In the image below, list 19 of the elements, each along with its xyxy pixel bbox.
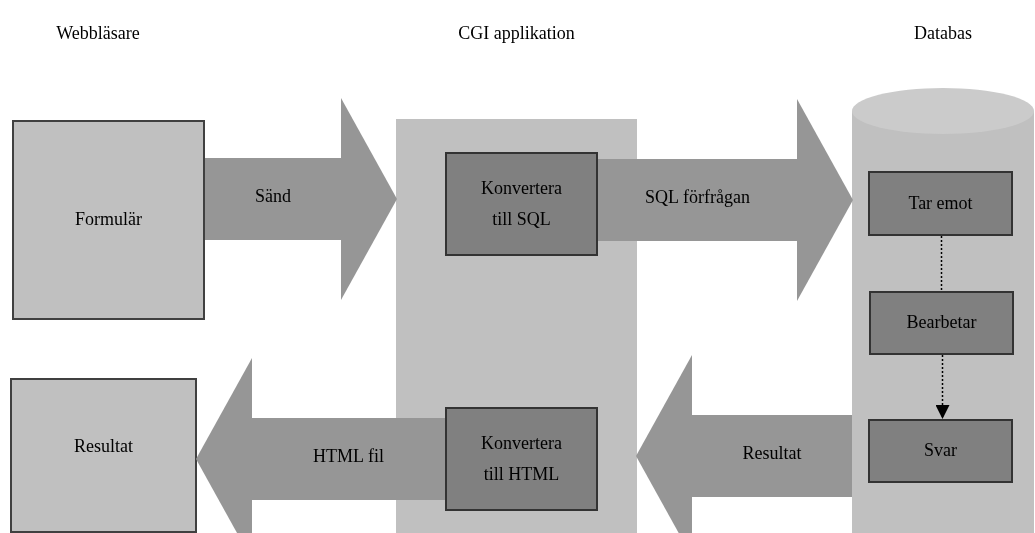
edge-label: SQL förfrågan — [645, 186, 750, 208]
block-arrow — [636, 355, 852, 533]
column-heading: CGI applikation — [458, 23, 575, 43]
dotted-arrow — [935, 354, 950, 420]
process-box: Tar emot — [868, 171, 1013, 236]
edge-label: Resultat — [742, 442, 802, 464]
edge-label: Sänd — [255, 185, 291, 207]
block-arrow — [598, 99, 853, 301]
process-box: Konvertera till HTML — [445, 407, 598, 511]
process-box: Konvertera till SQL — [445, 152, 598, 256]
page-box: Resultat — [10, 378, 197, 533]
page-box: Formulär — [12, 120, 205, 320]
column-heading: Webbläsare — [56, 22, 140, 44]
process-box: Svar — [868, 419, 1013, 483]
process-box: Bearbetar — [869, 291, 1014, 355]
edge-label: HTML fil — [313, 445, 384, 467]
block-arrow — [205, 98, 397, 300]
column-heading: Databas — [914, 23, 972, 43]
block-arrow — [196, 358, 445, 533]
